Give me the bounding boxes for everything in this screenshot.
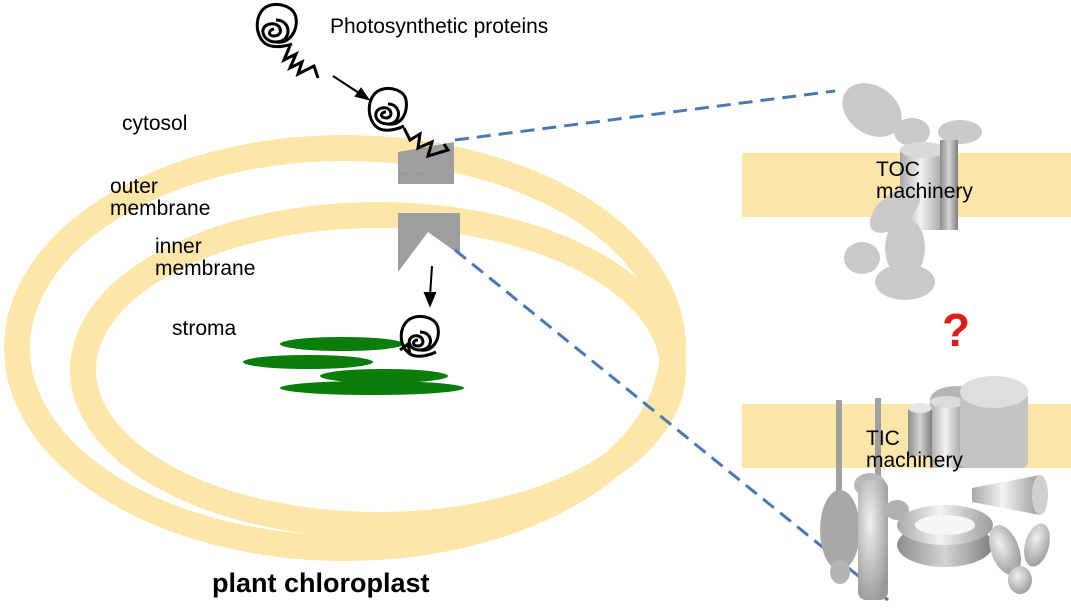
- zoom-line-top: [454, 89, 836, 142]
- outer-membrane-label: outer membrane: [110, 175, 211, 221]
- tic-channel-icon: [398, 213, 460, 272]
- toc-machinery-shapes: [842, 83, 982, 300]
- toc-channel-icon: [398, 157, 454, 184]
- tic-machinery-shapes: [820, 376, 1050, 600]
- chloroplast-title: plant chloroplast: [212, 568, 430, 598]
- cytosol-label: cytosol: [122, 112, 188, 135]
- protein-spiral-icon: [367, 86, 451, 159]
- proteins-label: Photosynthetic proteins: [330, 15, 549, 38]
- thylakoid-stack: [243, 337, 464, 395]
- toc-channel-notch: [398, 142, 454, 171]
- tic-machinery-label: TIC machinery: [866, 427, 963, 473]
- zoom-line-bottom: [454, 248, 889, 602]
- import-arrow-icon: [423, 265, 437, 308]
- toc-machinery-label: TOC machinery: [876, 158, 973, 204]
- stroma-label: stroma: [172, 317, 237, 340]
- inner-membrane-label: inner membrane: [155, 235, 256, 281]
- inner-membrane-ring: [70, 202, 686, 538]
- protein-spiral-icon: [399, 314, 440, 358]
- protein-spiral-icon: [255, 3, 320, 79]
- question-mark: ?: [942, 304, 971, 356]
- import-arrow-icon: [332, 75, 371, 101]
